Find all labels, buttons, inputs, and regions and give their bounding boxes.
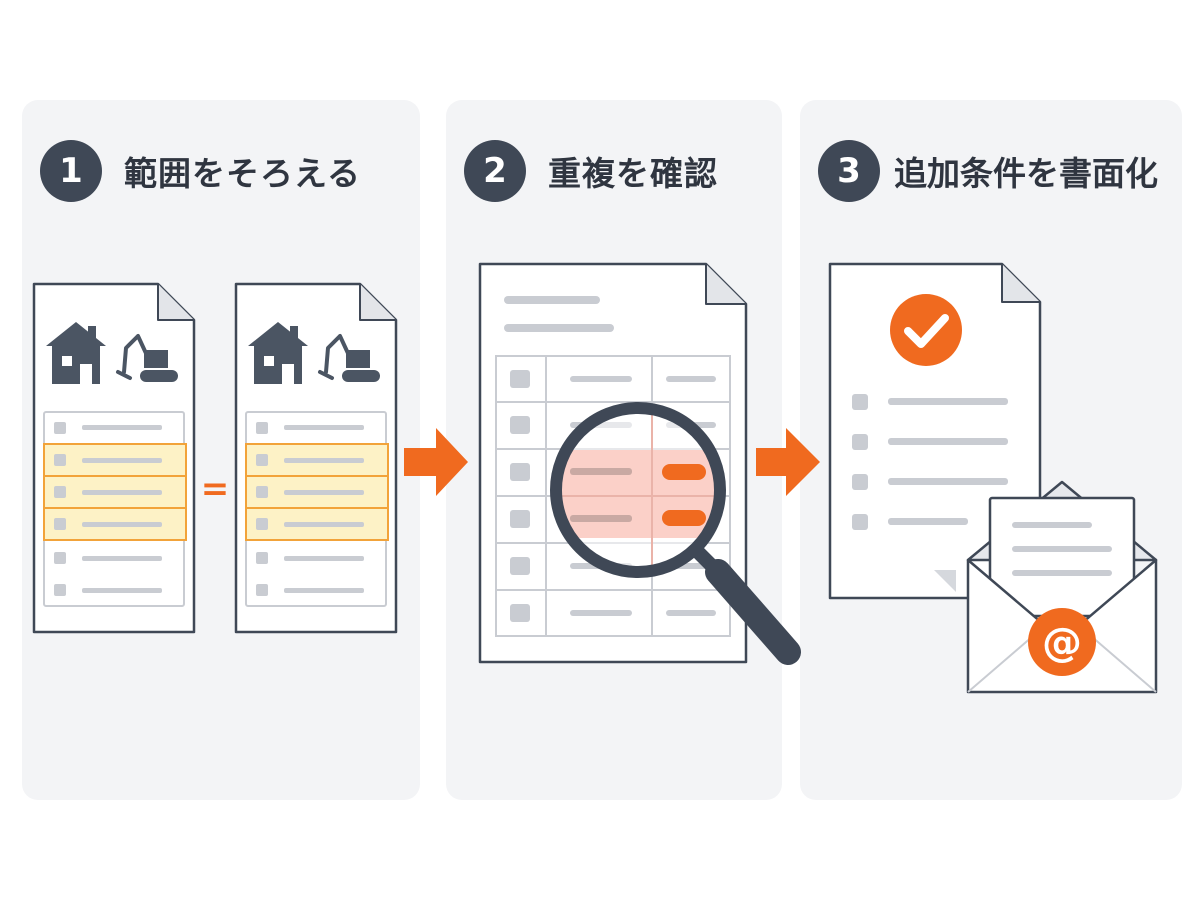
magnifier-icon [550,402,801,665]
step-2-number-badge: 2 [464,140,526,202]
at-sign: @ [1042,620,1082,666]
arrow-right-icon [756,428,820,496]
step-3-title: 追加条件を書面化 [894,154,1158,193]
document-right [234,282,398,634]
step-1-title: 範囲をそろえる [124,154,362,193]
step-3-number-badge: 3 [818,140,880,202]
duplicate-mark [662,464,706,480]
equals-sign: = [201,469,230,509]
step-1-number-badge: 1 [40,140,102,202]
right-list-rows [245,422,389,596]
step-3-header: 3 追加条件を書面化 [818,140,1158,202]
left-list-rows [43,422,187,596]
table-cells [510,370,716,622]
duplicate-mark [662,510,706,526]
document-left [32,282,196,634]
at-badge [1028,608,1096,676]
check-circle-icon [890,294,962,366]
email-envelope-icon: @ [966,480,1158,694]
excavator-icon [318,334,380,382]
step-1-header: 1 範囲をそろえる [40,140,361,202]
arrow-right-icon [404,428,468,496]
excavator-icon [116,334,178,382]
step-2-header: 2 重複を確認 [464,140,718,202]
house-icon [46,322,106,384]
house-icon [248,322,308,384]
written-document [828,262,1042,600]
step-2-title: 重複を確認 [548,154,718,193]
